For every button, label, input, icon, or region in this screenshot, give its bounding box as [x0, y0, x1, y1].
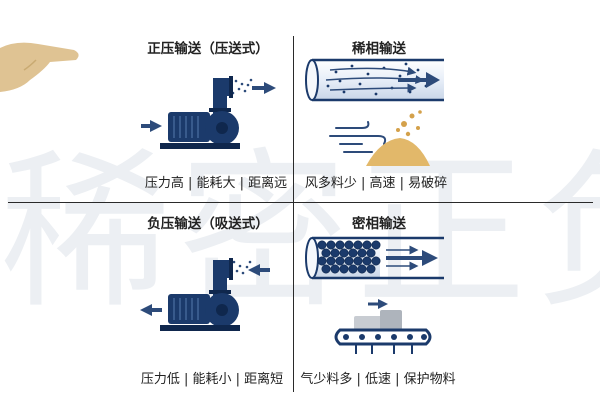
- dense-phase-caption: 气少料多 | 低速 | 保护物料: [300, 372, 456, 387]
- dense-phase-pipe-icon: [305, 236, 444, 280]
- dense-phase-title: 密相输送: [352, 216, 406, 232]
- negative-pressure-caption: 压力低 | 能耗小 | 距离短: [140, 372, 284, 387]
- inflow-arrow-icon: [248, 264, 270, 276]
- outflow-arrow-icon: [140, 304, 162, 316]
- wind-icon: [329, 121, 387, 153]
- pointing-hand-icon: [0, 42, 79, 92]
- horizontal-divider: [8, 202, 593, 203]
- conveyor-belt-icon: [334, 299, 432, 354]
- positive-pressure-caption: 压力高 | 能耗大 | 距离远: [144, 176, 288, 191]
- positive-pressure-pump-icon: [141, 76, 276, 149]
- dilute-phase-pipe-icon: [305, 58, 444, 102]
- dilute-phase-title: 稀相输送: [352, 41, 406, 57]
- direction-arrow-icon: [368, 299, 388, 309]
- inflow-arrow-icon: [141, 120, 162, 132]
- particles-icon: [231, 78, 253, 95]
- vertical-divider: [293, 36, 294, 392]
- outflow-arrow-icon: [252, 82, 276, 94]
- negative-pressure-pump-icon: [140, 258, 270, 331]
- dilute-phase-caption: 风多料少 | 高速 | 易破碎: [304, 176, 448, 191]
- sand-pile-icon: [366, 110, 430, 166]
- negative-pressure-title: 负压输送（吸送式）: [147, 216, 269, 232]
- positive-pressure-title: 正压输送（压送式）: [147, 41, 269, 57]
